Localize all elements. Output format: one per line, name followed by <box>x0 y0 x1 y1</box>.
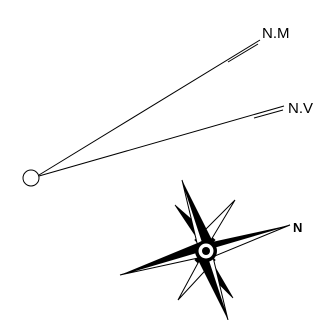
compass-rose-icon <box>120 180 290 320</box>
magnetic-north-arrowhead <box>228 44 258 62</box>
true-north-line <box>39 106 284 176</box>
true-north-arrowhead <box>254 110 283 118</box>
magnetic-north-line <box>39 40 260 175</box>
compass-north-label: N <box>293 220 302 235</box>
origin-point-circle <box>23 170 39 186</box>
true-north-label: N.V <box>288 100 313 117</box>
magnetic-north-label: N.M <box>262 25 290 42</box>
